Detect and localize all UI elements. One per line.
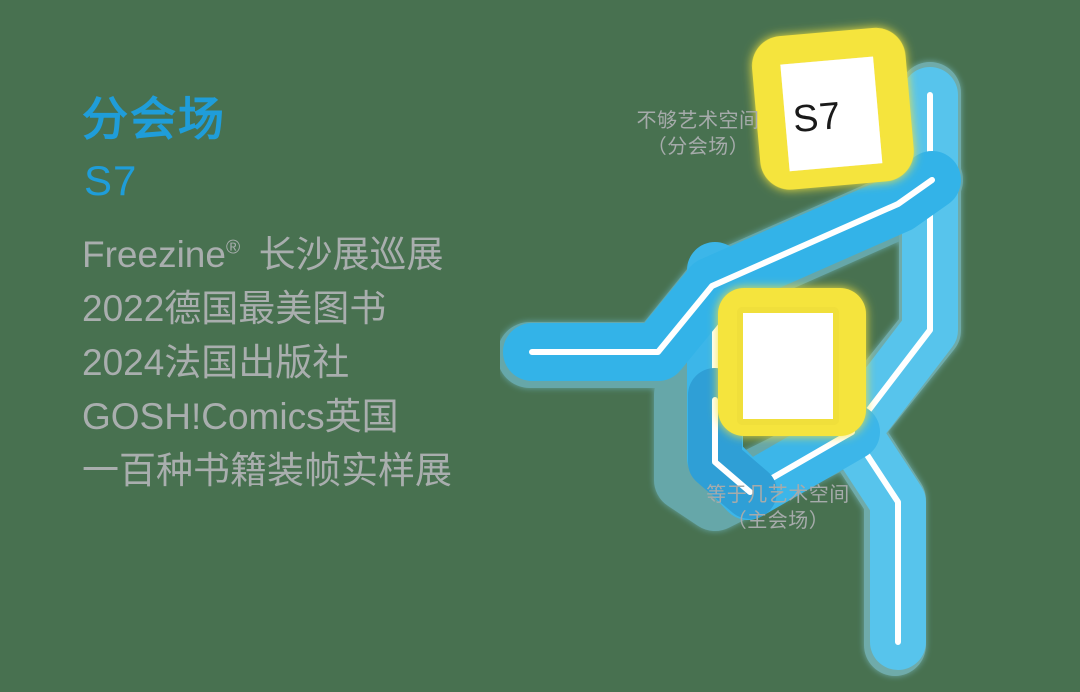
map-marker-s7[interactable] (749, 25, 916, 192)
exhibit-list: Freezine® 长沙展巡展 2022德国最美图书 2024法国出版社 GOS… (82, 228, 552, 498)
exhibit-brand: Freezine (82, 234, 226, 275)
map-marker-main-hall[interactable] (718, 288, 866, 436)
exhibit-title: 长沙展巡展 (258, 234, 444, 275)
road-lower-connector (688, 368, 777, 519)
map-label-branch: 不够艺术空间 （分会场） (618, 108, 778, 161)
venue-code: S7 (84, 157, 138, 204)
page-title: 分会场 (82, 93, 226, 145)
map-label-branch-name: 不够艺术空间 (636, 110, 760, 132)
map-label-branch-type: （分会场） (646, 136, 750, 159)
map-marker-s7-code: S7 (791, 94, 844, 142)
marker-inner-card (737, 307, 839, 425)
list-item: GOSH!Comics英国 (82, 390, 552, 444)
trademark-icon: ® (225, 237, 241, 259)
venue-info-panel: 分会场 S7 Freezine® 长沙展巡展 2022德国最美图书 2024法国… (82, 96, 552, 498)
map-graphic (500, 25, 963, 676)
venue-map: S7 不够艺术空间 （分会场） 等于几艺术空间 （主会场） (500, 0, 1080, 692)
exhibit-title: GOSH!Comics英国 (82, 396, 399, 438)
exhibit-title: 一百种书籍装帧实样展 (82, 450, 452, 492)
exhibit-title: 2024法国出版社 (82, 342, 350, 384)
marker-inner-card (775, 51, 888, 177)
list-item: 2022德国最美图书 (82, 282, 552, 336)
road-main-diagonal (503, 151, 961, 381)
list-item: 2024法国出版社 (82, 336, 552, 390)
exhibit-title: 2022德国最美图书 (82, 288, 387, 330)
list-item: 一百种书籍装帧实样展 (82, 444, 552, 498)
map-label-main: 等于几艺术空间 （主会场） (688, 482, 868, 535)
map-label-main-type: （主会场） (726, 510, 830, 533)
map-label-main-name: 等于几艺术空间 (706, 484, 850, 506)
list-item: Freezine® 长沙展巡展 (82, 228, 552, 282)
